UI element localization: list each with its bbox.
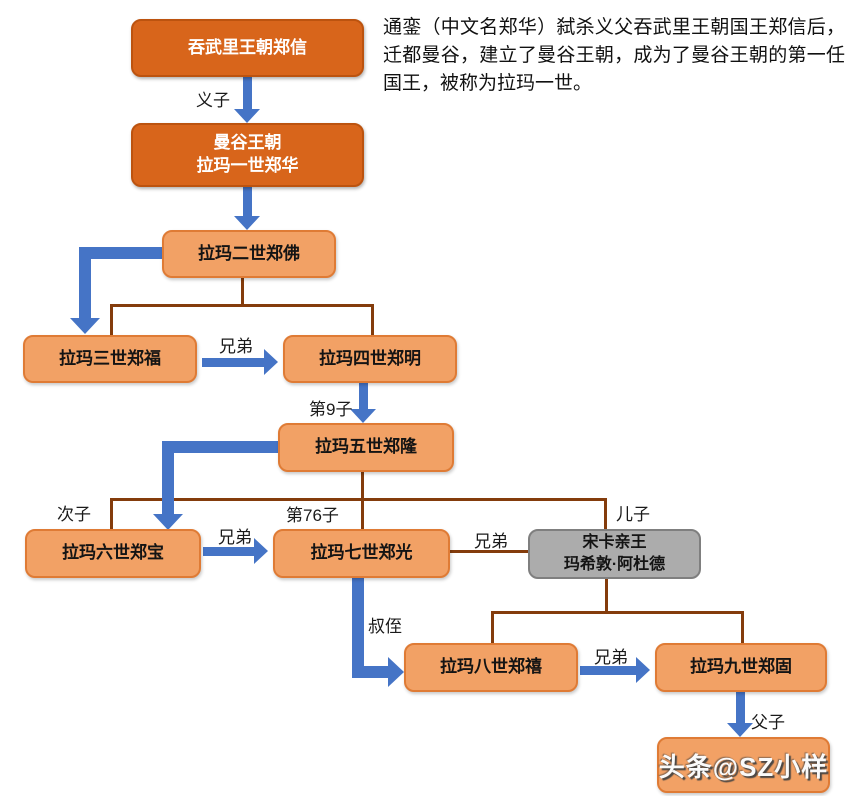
arrow-rama8-to-rama9 bbox=[580, 657, 650, 683]
node-rama10-watermarked: 头条@SZ小样 bbox=[657, 737, 830, 793]
connector-line bbox=[604, 498, 607, 530]
watermark-text: 头条@SZ小样 bbox=[658, 751, 829, 782]
description-paragraph: 通銮（中文名郑华）弑杀义父吞武里王朝国王郑信后，迁都曼谷，建立了曼谷王朝，成为了… bbox=[383, 17, 845, 94]
connector-line bbox=[110, 304, 374, 307]
connector-line bbox=[110, 498, 113, 530]
connector-line bbox=[241, 277, 244, 306]
relation-label-adopted-son: 义子 bbox=[196, 91, 230, 110]
relation-label-second-son: 次子 bbox=[57, 505, 91, 524]
node-rama2: 拉玛二世郑佛 bbox=[162, 230, 336, 278]
connector-line bbox=[741, 611, 744, 644]
relation-label-brothers-3: 兄弟 bbox=[474, 532, 508, 551]
arrow-rama3-to-rama4 bbox=[202, 349, 278, 375]
connector-line bbox=[605, 579, 608, 614]
relation-label-uncle-nephew: 叔侄 bbox=[368, 617, 402, 636]
arrow-rama1-to-rama2 bbox=[234, 187, 260, 230]
arrow-rama6-to-rama7 bbox=[203, 538, 268, 564]
connector-line bbox=[361, 471, 364, 501]
relation-label-brothers-1: 兄弟 bbox=[219, 337, 253, 356]
node-rama9: 拉玛九世郑固 bbox=[655, 643, 827, 692]
node-rama4: 拉玛四世郑明 bbox=[283, 335, 457, 383]
connector-line bbox=[491, 611, 744, 614]
node-prince-mahidol: 宋卡亲王 玛希敦·阿杜德 bbox=[528, 529, 701, 579]
relation-label-brothers-2: 兄弟 bbox=[218, 528, 252, 547]
relation-label-76th-son: 第76子 bbox=[286, 506, 339, 525]
node-rama6: 拉玛六世郑宝 bbox=[25, 529, 201, 578]
node-rama7: 拉玛七世郑光 bbox=[273, 529, 450, 578]
relation-label-brothers-4: 兄弟 bbox=[594, 648, 628, 667]
node-rama5: 拉玛五世郑隆 bbox=[278, 423, 454, 472]
connector-line bbox=[110, 498, 607, 501]
connector-line bbox=[371, 304, 374, 336]
node-rama8: 拉玛八世郑禧 bbox=[404, 643, 578, 692]
connector-line bbox=[491, 611, 494, 644]
connector-line bbox=[450, 550, 528, 553]
node-bangkok-rama1: 曼谷王朝 拉玛一世郑华 bbox=[131, 123, 364, 187]
relation-label-father-son: 父子 bbox=[751, 713, 785, 732]
connector-line bbox=[361, 498, 364, 530]
arrow-rama9-to-rama10 bbox=[727, 692, 753, 737]
node-thonburi-taksin: 吞武里王朝郑信 bbox=[131, 19, 364, 77]
node-rama3: 拉玛三世郑福 bbox=[23, 335, 197, 383]
arrow-taksin-to-rama1 bbox=[234, 77, 260, 123]
connector-line bbox=[110, 304, 113, 336]
relation-label-9th-son: 第9子 bbox=[309, 400, 353, 419]
arrow-rama4-to-rama5 bbox=[350, 383, 376, 423]
relation-label-son: 儿子 bbox=[616, 505, 650, 524]
